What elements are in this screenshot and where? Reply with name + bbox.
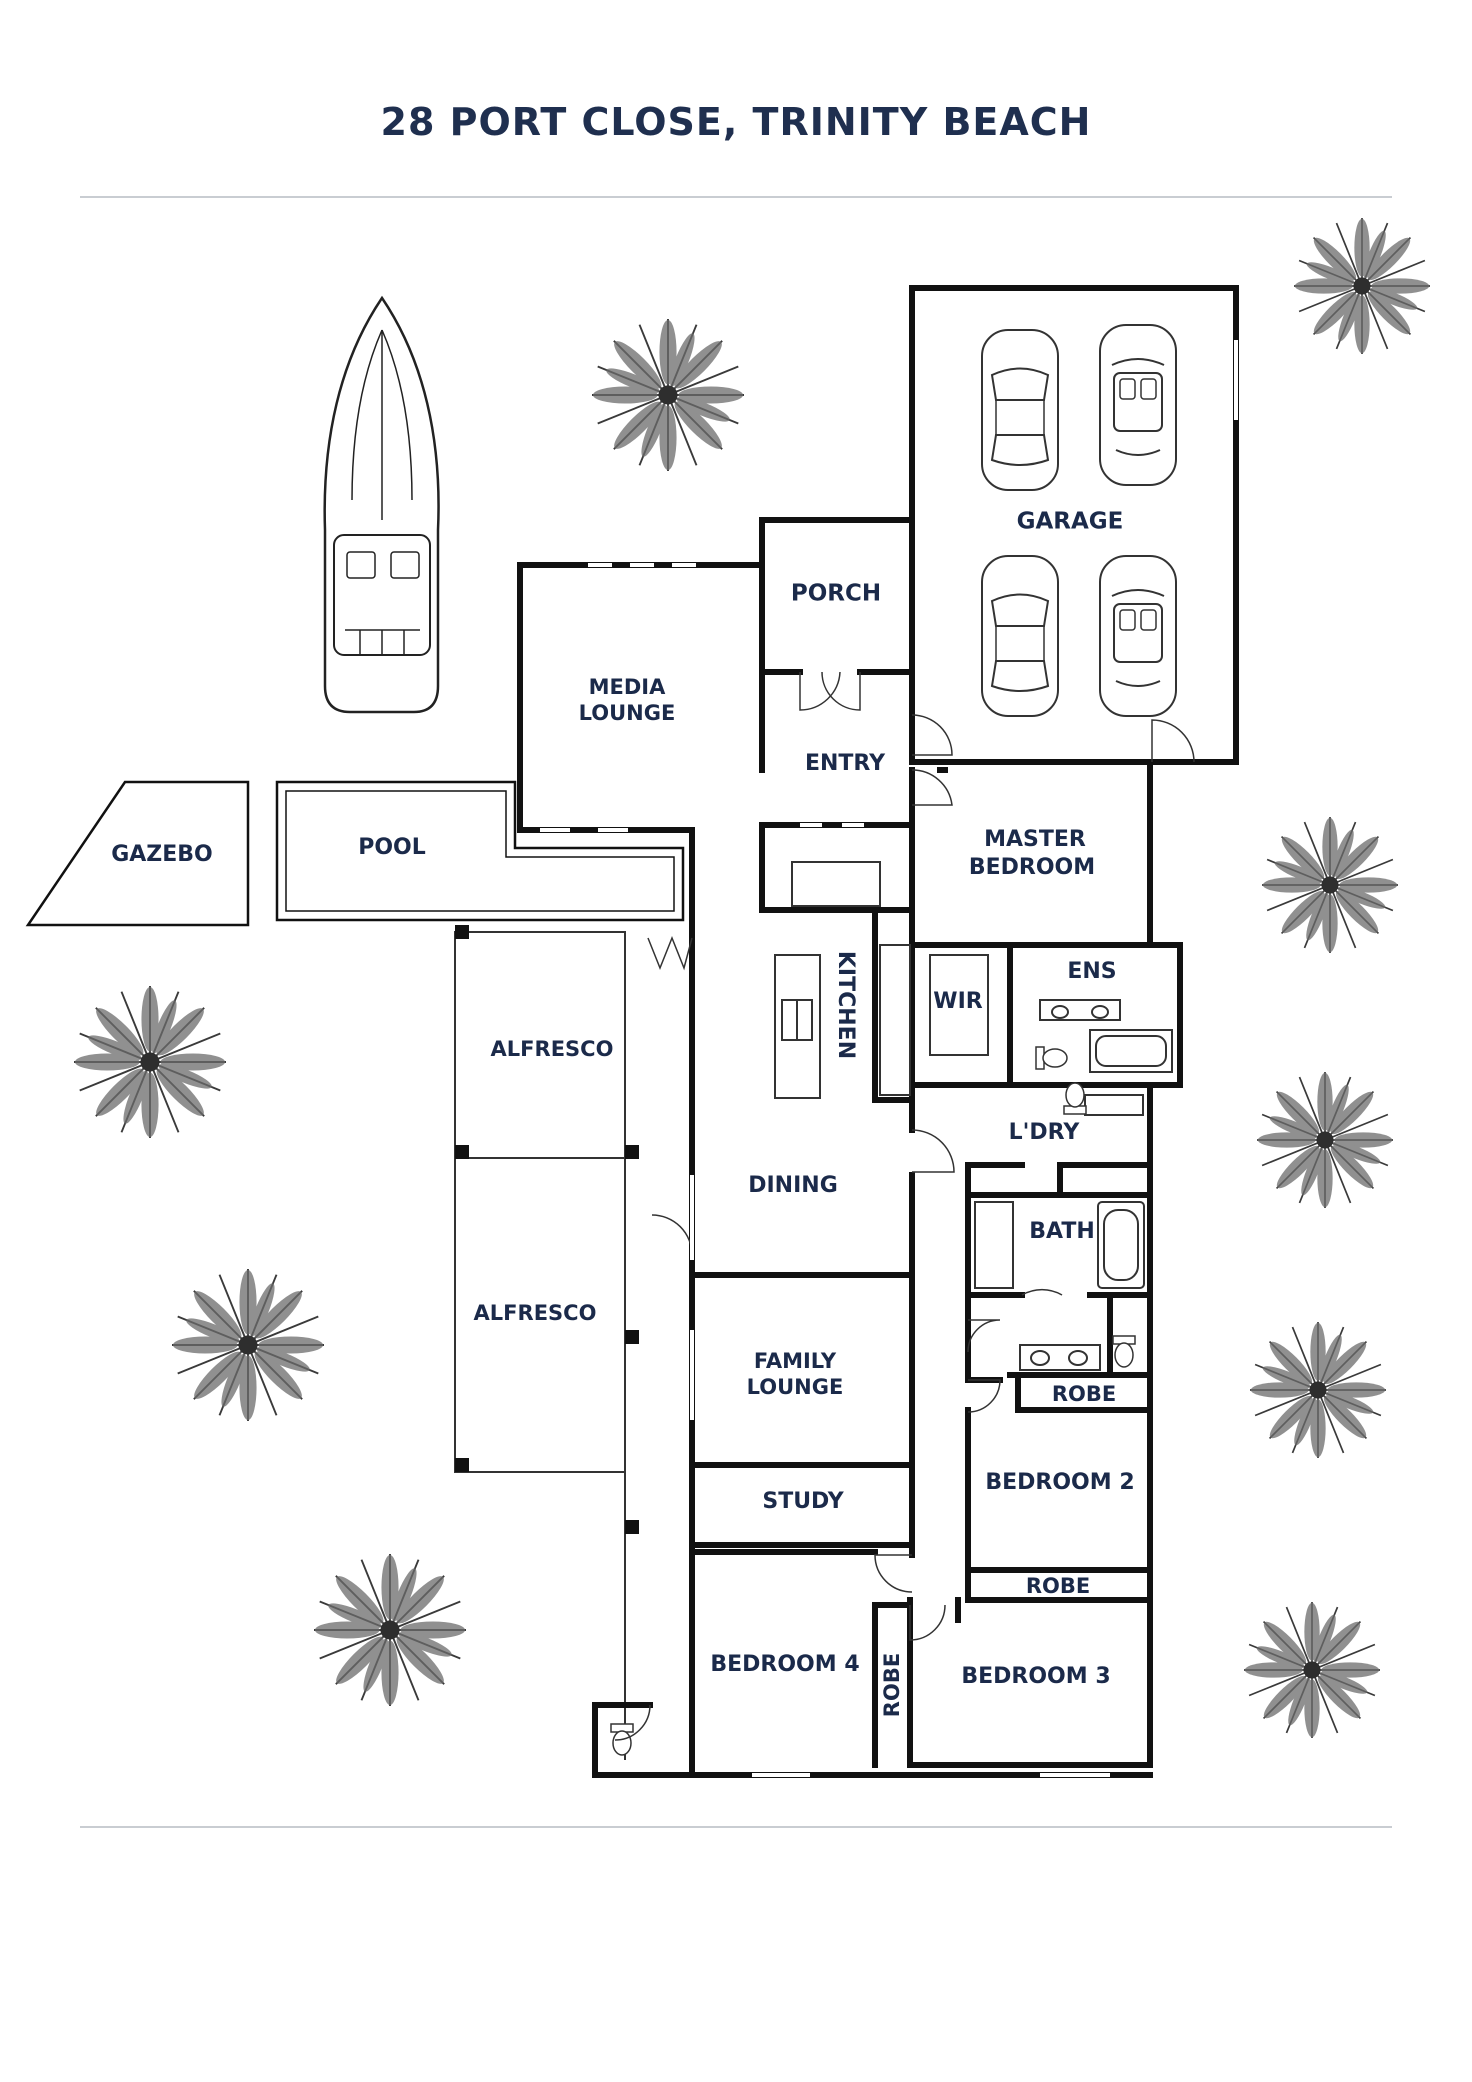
alfresco-posts (455, 925, 639, 1534)
room-label-alfresco-lower: ALFRESCO (474, 1301, 597, 1325)
bathtub-icon (1089, 1029, 1173, 1073)
room-label-media: MEDIA (589, 675, 666, 699)
bath-fixtures (974, 1201, 1145, 1371)
palm-tree-icon (1256, 1071, 1394, 1209)
car-icon (981, 555, 1059, 717)
room-label-study: STUDY (762, 1489, 844, 1514)
room-label-family: FAMILY (754, 1349, 837, 1373)
boat-icon (323, 295, 440, 714)
gazebo-outline (25, 780, 250, 927)
toilet-icon (1063, 1082, 1087, 1115)
toilet-icon (1112, 1335, 1136, 1368)
ensuite-fixtures (1039, 999, 1173, 1073)
house-walls (517, 285, 1239, 1778)
palm-tree-icon (591, 318, 745, 472)
window-ticks (540, 340, 1238, 1777)
basin-icon (1039, 999, 1121, 1021)
room-label-media-lounge: LOUNGE (579, 701, 676, 725)
room-label-wir: WIR (933, 989, 982, 1014)
room-label-robe-bedroom-2: ROBE (1052, 1382, 1116, 1406)
room-label-gazebo: GAZEBO (111, 842, 213, 867)
room-label-family-lounge: LOUNGE (747, 1375, 844, 1399)
room-label-garage: GARAGE (1017, 509, 1124, 535)
kitchen-fixtures (774, 861, 1144, 1116)
top-divider (80, 196, 1392, 198)
alfresco-outline (454, 931, 626, 1760)
basin-icon (1019, 1344, 1101, 1371)
room-label-ens: ENS (1067, 959, 1116, 984)
room-label-laundry: L'DRY (1009, 1120, 1081, 1145)
palm-tree-icon (171, 1268, 325, 1422)
page-title: 28 PORT CLOSE, TRINITY BEACH (380, 100, 1092, 144)
room-label-master-bedroom: BEDROOM (969, 855, 1095, 880)
room-label-pool: POOL (358, 835, 426, 860)
palm-tree-icon (1261, 816, 1399, 954)
palm-tree-icon (1243, 1601, 1381, 1739)
room-label-bedroom-2: BEDROOM 2 (985, 1470, 1134, 1495)
room-label-entry: ENTRY (805, 751, 886, 776)
bathtub-icon (974, 1201, 1014, 1289)
palm-tree-icon (1293, 217, 1431, 355)
room-label-master: MASTER (984, 827, 1086, 852)
room-label-dining: DINING (748, 1173, 838, 1198)
room-label-bedroom-4: BEDROOM 4 (710, 1652, 859, 1677)
room-label-bath: BATH (1029, 1219, 1095, 1244)
car-icon (981, 329, 1059, 491)
convertible-car-icon (1099, 555, 1177, 717)
convertible-car-icon (1099, 324, 1177, 486)
bottom-divider (80, 1826, 1392, 1828)
room-label-alfresco-upper: ALFRESCO (491, 1037, 614, 1061)
toilet-icon (1035, 1046, 1068, 1070)
room-label-porch: PORCH (791, 581, 881, 607)
room-label-robe-bedroom-4: ROBE (880, 1653, 904, 1717)
room-label-bedroom-3: BEDROOM 3 (961, 1664, 1110, 1689)
bifold-door-icon (647, 935, 693, 971)
room-label-robe-bedroom-3: ROBE (1026, 1574, 1090, 1598)
room-label-kitchen: KITCHEN (833, 951, 858, 1059)
door-swing-icon (614, 671, 1195, 1741)
palm-tree-icon (313, 1553, 467, 1707)
palm-tree-icon (73, 985, 227, 1139)
pool-outline (275, 780, 685, 922)
palm-tree-icon (1249, 1321, 1387, 1459)
